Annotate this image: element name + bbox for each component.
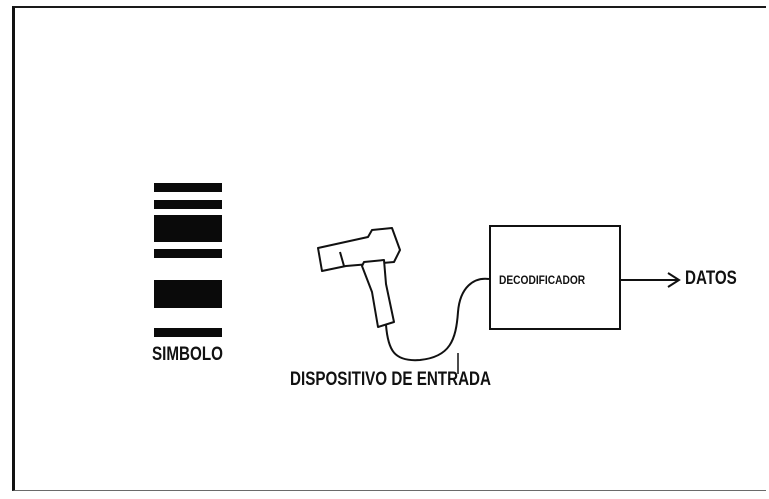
decoder-box: DECODIFICADOR	[489, 225, 621, 330]
barcode-bar	[154, 200, 222, 209]
barcode-bar	[154, 280, 222, 308]
output-arrow	[621, 272, 681, 288]
barcode-bar	[154, 249, 222, 258]
frame-border	[12, 6, 766, 491]
barcode-bar	[154, 328, 222, 337]
input-device-label: DISPOSITIVO DE ENTRADA	[290, 369, 491, 390]
symbol-label: SIMBOLO	[152, 344, 223, 365]
output-label: DATOS	[685, 268, 737, 289]
barcode-bar	[154, 183, 222, 192]
scanner-cable	[385, 277, 490, 362]
decoder-label: DECODIFICADOR	[499, 273, 586, 287]
barcode-bar	[154, 215, 222, 242]
scanner-icon	[317, 227, 401, 328]
barcode-symbol	[154, 183, 222, 338]
